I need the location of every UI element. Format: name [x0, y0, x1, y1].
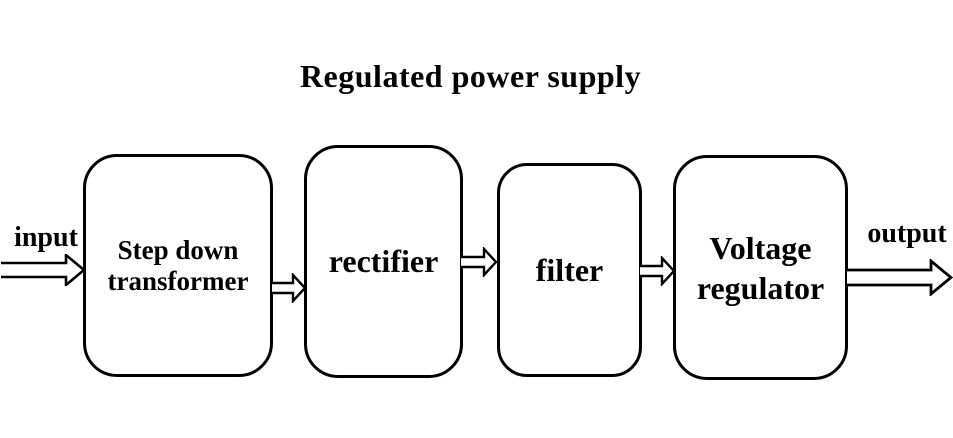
output-label: output — [867, 218, 947, 249]
input-arrow-icon — [1, 254, 86, 286]
block-rectifier: rectifier — [304, 145, 463, 378]
block-step-down-transformer: Step down transformer — [83, 154, 273, 377]
connector-arrow-rectifier-to-filter-icon — [461, 247, 498, 277]
connector-arrow-transformer-to-rectifier-icon — [272, 273, 307, 303]
block-label: filter — [535, 251, 604, 288]
diagram-title: Regulated power supply — [299, 58, 642, 94]
block-label: Step down transformer — [107, 235, 249, 296]
connector-arrow-filter-to-regulator-icon — [640, 256, 676, 286]
input-label: input — [14, 222, 78, 253]
block-label: Voltage regulator — [696, 229, 825, 306]
block-voltage-regulator: Voltage regulator — [673, 155, 848, 380]
output-arrow-icon — [847, 259, 953, 296]
block-filter: filter — [497, 163, 642, 377]
block-label: rectifier — [328, 243, 439, 279]
